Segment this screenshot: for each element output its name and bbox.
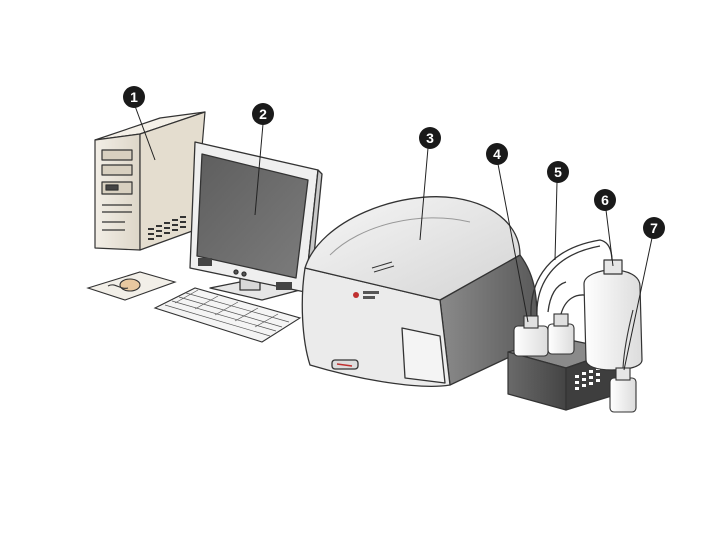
callout-7: 7 — [643, 217, 665, 239]
callout-3: 3 — [419, 127, 441, 149]
callout-2: 2 — [252, 103, 274, 125]
callout-1: 1 — [123, 86, 145, 108]
mouse-pad — [88, 272, 175, 300]
svg-text:5: 5 — [554, 164, 562, 180]
computer-tower — [95, 112, 205, 250]
callout-6: 6 — [594, 189, 616, 211]
svg-text:6: 6 — [601, 192, 609, 208]
callout-4: 4 — [486, 143, 508, 165]
analyzer-instrument — [302, 197, 537, 387]
callout-5: 5 — [547, 161, 569, 183]
svg-text:4: 4 — [493, 146, 501, 162]
monitor — [190, 142, 322, 300]
large-container — [584, 260, 642, 370]
svg-text:1: 1 — [130, 89, 138, 105]
svg-text:3: 3 — [426, 130, 434, 146]
svg-text:7: 7 — [650, 220, 658, 236]
svg-text:2: 2 — [259, 106, 267, 122]
